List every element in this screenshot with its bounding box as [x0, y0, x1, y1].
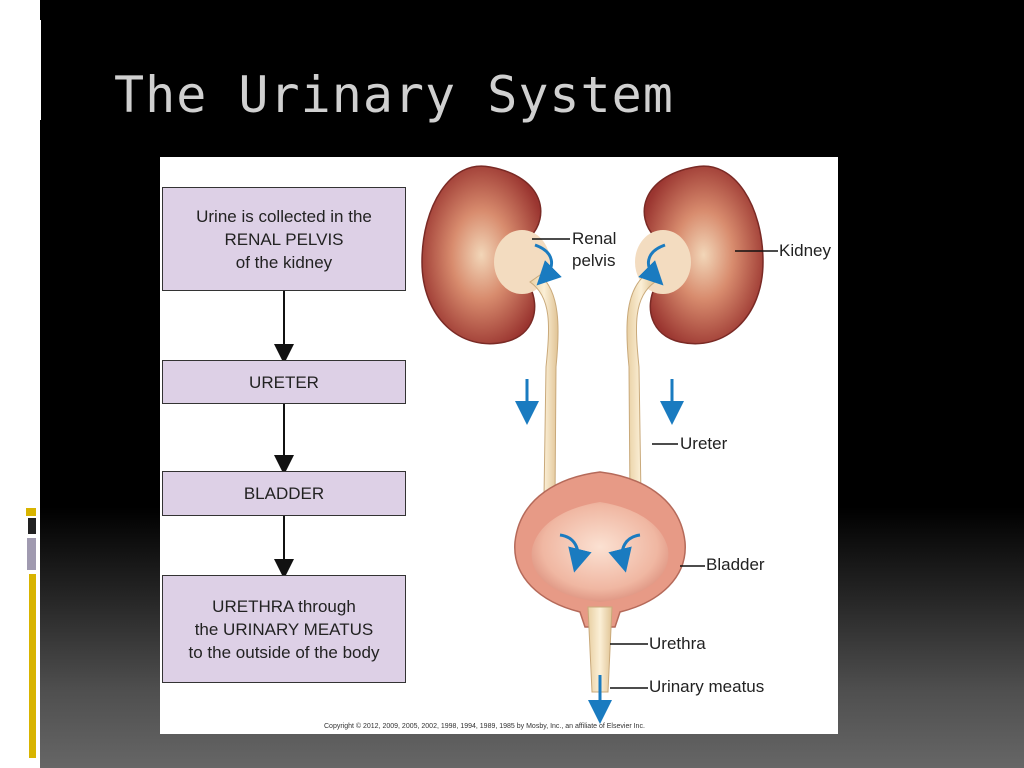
- left-ureter: [529, 274, 559, 503]
- copyright-notice: Copyright © 2012, 2009, 2005, 2002, 1998…: [324, 723, 645, 730]
- flow-box-line: URETHRA through: [212, 596, 356, 616]
- decorative-bars-bottom: [26, 508, 36, 758]
- flow-box-ureter: URETER: [162, 360, 406, 404]
- bladder-inner: [531, 502, 669, 602]
- flow-box-bladder: BLADDER: [162, 471, 406, 516]
- flow-arrow-right-pelvis: [638, 243, 666, 286]
- flow-box-line: URETER: [249, 372, 319, 392]
- label-renal-pelvis-line2: pelvis: [572, 251, 616, 270]
- flow-box-urethra: URETHRA through the URINARY MEATUS to th…: [162, 575, 406, 683]
- decorative-bars-top: [20, 20, 41, 120]
- left-kidney: [421, 165, 542, 345]
- label-ureter: Ureter: [680, 434, 728, 453]
- flow-box-line: BLADDER: [243, 484, 325, 503]
- flow-box-line: to the outside of the body: [188, 642, 380, 662]
- flow-box-line: the URINARY MEATUS: [194, 619, 374, 639]
- label-renal-pelvis-line1: Renal: [572, 229, 617, 248]
- flow-arrow-left-pelvis: [534, 243, 562, 286]
- label-renal-pelvis: Renal pelvis: [572, 228, 616, 272]
- urethra: [587, 606, 613, 693]
- flow-box-line: Urine is collected in the: [196, 206, 372, 226]
- label-urethra: Urethra: [649, 634, 706, 653]
- flow-arrow-bladder-right: [608, 533, 641, 573]
- flow-box-line: of the kidney: [235, 252, 333, 272]
- flow-arrow-bladder-left: [559, 533, 592, 573]
- right-ureter: [626, 274, 656, 503]
- right-kidney: [643, 165, 764, 345]
- flow-box-line: RENAL PELVIS: [224, 229, 344, 249]
- slide-title: The Urinary System: [114, 66, 674, 124]
- flow-box-renal-pelvis: Urine is collected in the RENAL PELVIS o…: [162, 187, 406, 291]
- urinary-system-figure: Urine is collected in the RENAL PELVIS o…: [160, 157, 838, 734]
- label-urinary-meatus: Urinary meatus: [649, 677, 765, 696]
- anatomy-illustration: [274, 165, 778, 724]
- label-bladder: Bladder: [706, 555, 765, 574]
- label-kidney: Kidney: [779, 241, 831, 260]
